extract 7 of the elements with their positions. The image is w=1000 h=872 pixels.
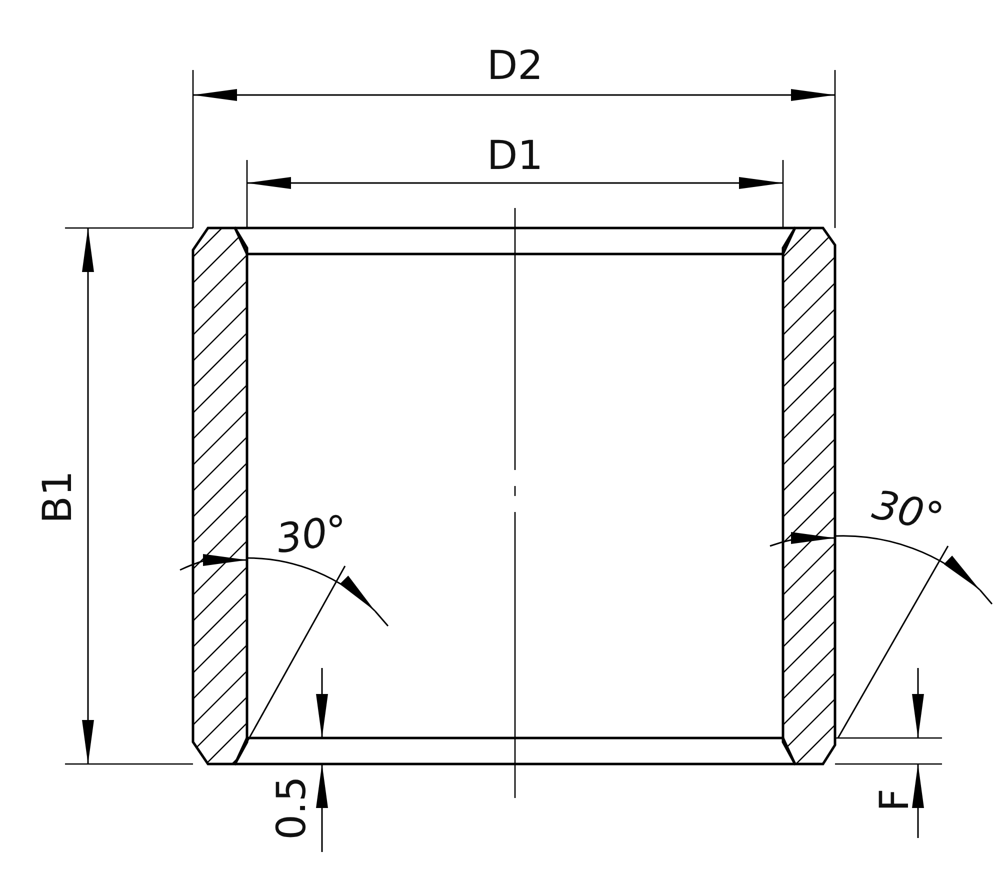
dimension-label: D2 [486, 46, 544, 86]
dimension-label: F [875, 788, 915, 812]
dimension-label: 30° [274, 510, 350, 560]
dimension-label: D1 [486, 136, 544, 176]
dimension-label: 30° [869, 485, 947, 539]
dimension-label: B1 [38, 470, 78, 524]
dimension-label: 0.5 [272, 776, 312, 840]
